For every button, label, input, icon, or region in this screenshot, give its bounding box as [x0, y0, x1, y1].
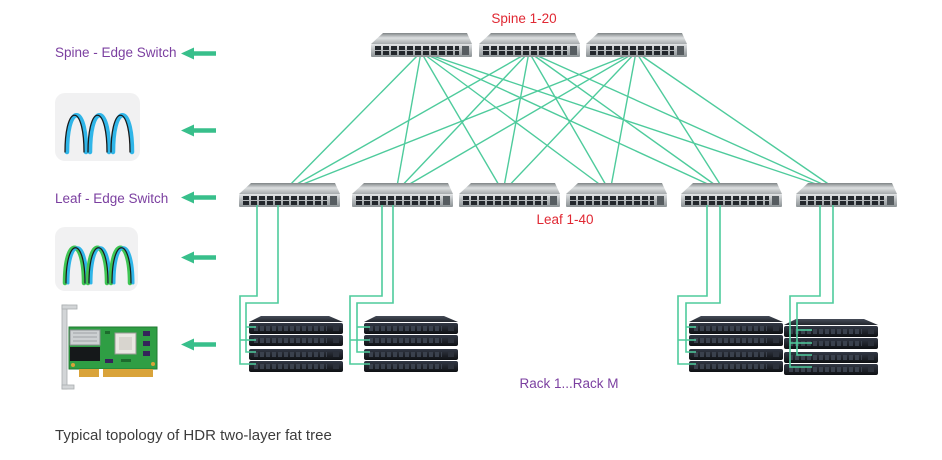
- diagram-caption: Typical topology of HDR two-layer fat tr…: [55, 427, 332, 444]
- legend-leaf-switch-label: Leaf - Edge Switch: [55, 191, 169, 206]
- leaf-group-label: Leaf 1-40: [536, 212, 594, 227]
- network-adapter-card-icon: [55, 303, 172, 392]
- left-arrow-icon: [181, 338, 216, 351]
- left-arrow-icon: [181, 124, 216, 137]
- blue-aoc-cable-icon: [55, 93, 140, 161]
- left-arrow-icon: [181, 47, 216, 60]
- left-arrow-icon: [181, 191, 216, 204]
- spine-group-label: Spine 1-20: [491, 11, 557, 26]
- legend-spine-switch-label: Spine - Edge Switch: [55, 45, 177, 60]
- left-arrow-icon: [181, 251, 216, 264]
- green-aoc-cable-icon: [55, 227, 138, 291]
- rack-group-label: Rack 1...Rack M: [519, 376, 619, 391]
